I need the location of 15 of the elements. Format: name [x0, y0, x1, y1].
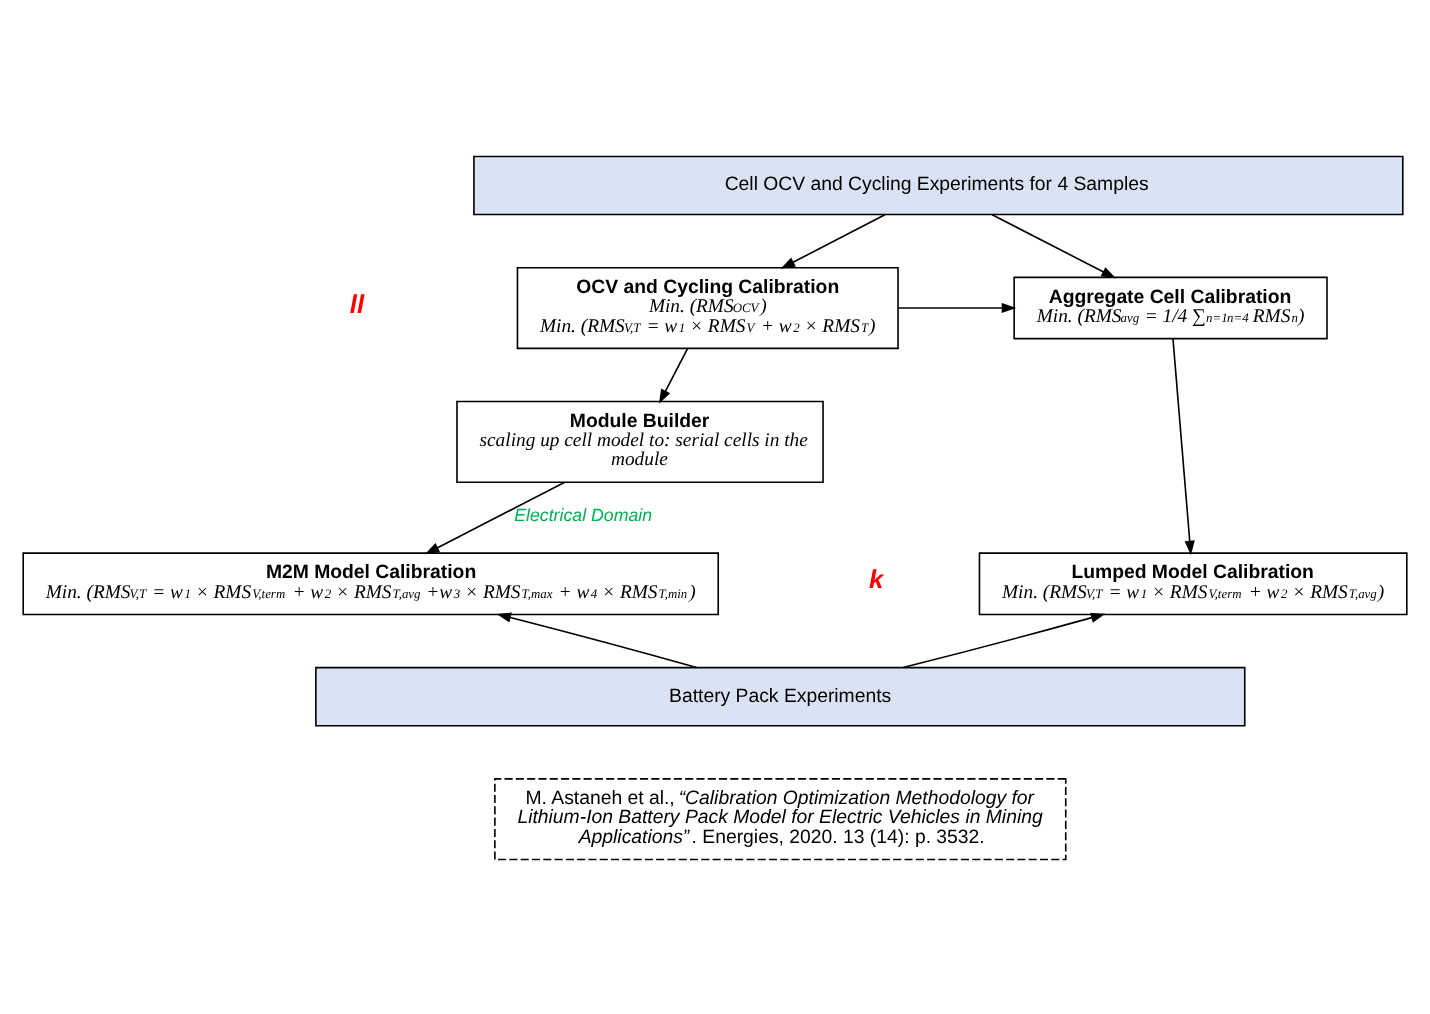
arrow — [496, 611, 698, 668]
node-box: Module Builder scaling up cell model to: serial cells in the module — [456, 399, 824, 482]
label: k — [869, 563, 884, 594]
arrow — [780, 212, 886, 268]
arrow — [902, 611, 1106, 668]
node-box: Cell OCV and Cycling Experiments for 4 Samples — [473, 154, 1404, 215]
node-box: M. Astaneh et al., “Calibration Optimization Methodology for Lithium-Ion Battery Pack Model for Electric Vehicles in Mining Applications”. Energies, 2020. 13 (14): p. 3532. — [494, 777, 1067, 860]
label: ll — [349, 287, 365, 318]
arrow — [897, 301, 1017, 313]
arrow — [1172, 337, 1195, 555]
arrow — [424, 480, 566, 554]
arrow — [991, 212, 1116, 278]
arrow — [658, 347, 689, 403]
edge-label: Electrical Domain — [514, 503, 653, 524]
node-box: Battery Pack Experiments — [315, 665, 1246, 726]
